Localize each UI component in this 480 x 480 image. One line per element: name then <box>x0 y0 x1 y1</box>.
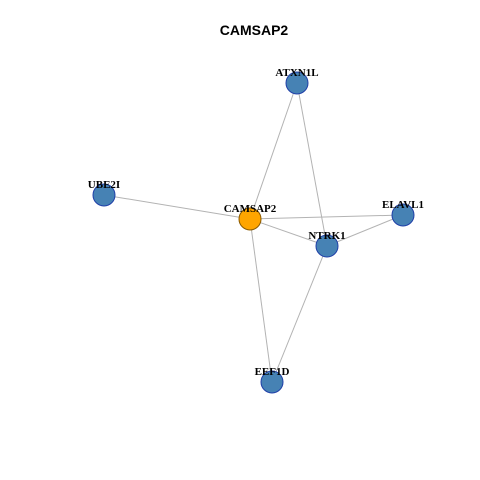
node-ube2i[interactable] <box>92 183 116 207</box>
edge-camsap2-atxn1l <box>249 82 298 220</box>
edge-atxn1l-ntrk1 <box>296 82 328 247</box>
nodes-layer <box>92 71 415 394</box>
node-label-elavl1: ELAVL1 <box>382 199 424 211</box>
node-eef1d[interactable] <box>260 370 284 394</box>
edge-camsap2-ube2i <box>103 194 251 220</box>
node-camsap2[interactable] <box>238 207 262 231</box>
edge-ntrk1-eef1d <box>271 245 328 383</box>
node-label-ube2i: UBE2I <box>88 179 120 191</box>
graph-title: CAMSAP2 <box>220 22 289 38</box>
node-elavl1[interactable] <box>391 203 415 227</box>
node-label-ntrk1: NTRK1 <box>308 230 345 242</box>
node-label-eef1d: EEF1D <box>255 366 290 378</box>
edge-camsap2-eef1d <box>249 218 273 383</box>
node-label-atxn1l: ATXN1L <box>275 67 318 79</box>
edge-camsap2-ntrk1 <box>249 218 328 247</box>
node-atxn1l[interactable] <box>285 71 309 95</box>
node-ntrk1[interactable] <box>315 234 339 258</box>
edge-elavl1-ntrk1 <box>326 214 404 247</box>
edges-layer <box>103 82 404 383</box>
node-label-camsap2: CAMSAP2 <box>224 203 277 215</box>
edge-camsap2-elavl1 <box>249 214 404 220</box>
